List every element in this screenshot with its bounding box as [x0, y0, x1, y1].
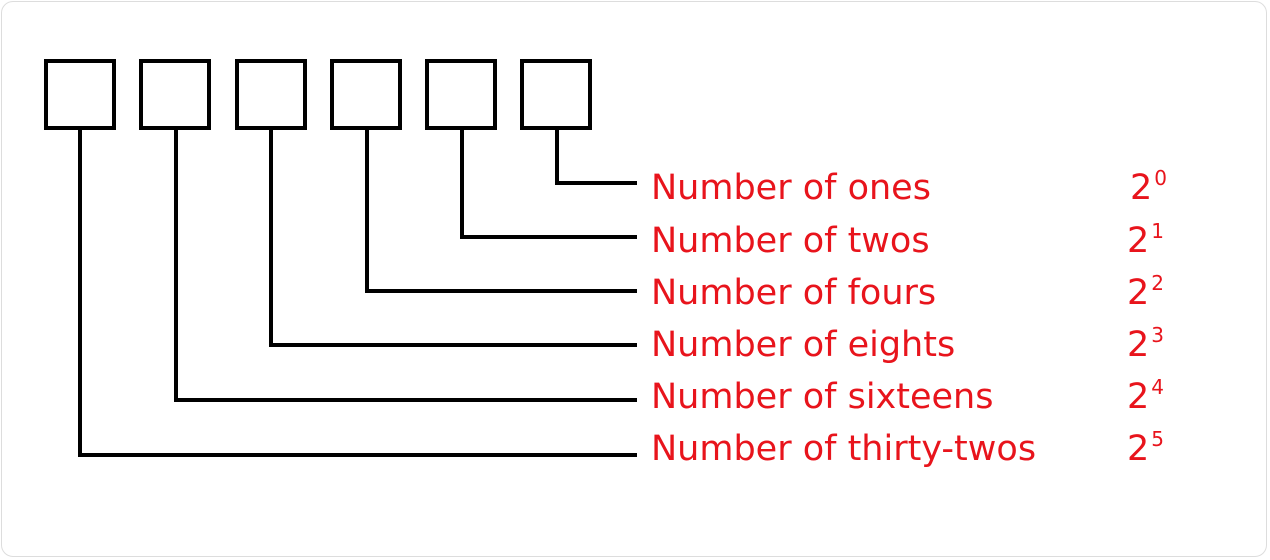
power-exponent: 0: [1154, 166, 1168, 190]
power-exponent: 1: [1151, 219, 1165, 243]
power-base: 2: [1127, 429, 1150, 469]
label-twos: Number of twos: [651, 221, 930, 261]
connector-eights: [269, 128, 637, 347]
power-base: 2: [1127, 377, 1150, 417]
power-exponent: 4: [1151, 375, 1165, 399]
power-base: 2: [1130, 168, 1153, 208]
label-ones: Number of ones: [651, 168, 931, 208]
power-base: 2: [1127, 273, 1150, 313]
digit-box-2: [425, 59, 497, 130]
label-thirty-twos: Number of thirty-twos: [651, 429, 1037, 469]
digit-box-16: [139, 59, 211, 130]
power-exponent: 2: [1151, 271, 1165, 295]
power-base: 2: [1127, 221, 1150, 261]
connector-ones: [555, 128, 637, 185]
label-eights: Number of eights: [651, 325, 956, 365]
power-base: 2: [1127, 325, 1150, 365]
label-fours: Number of fours: [651, 273, 937, 313]
label-sixteens: Number of sixteens: [651, 377, 994, 417]
power-exponent: 3: [1151, 323, 1165, 347]
connector-sixteens: [174, 128, 637, 402]
digit-box-1: [520, 59, 592, 130]
connector-fours: [365, 128, 637, 293]
connector-twos: [460, 128, 637, 239]
power-exponent: 5: [1151, 427, 1165, 451]
digit-box-4: [330, 59, 402, 130]
digit-box-8: [235, 59, 307, 130]
digit-box-32: [44, 59, 116, 130]
connector-thirty-twos: [78, 128, 637, 457]
